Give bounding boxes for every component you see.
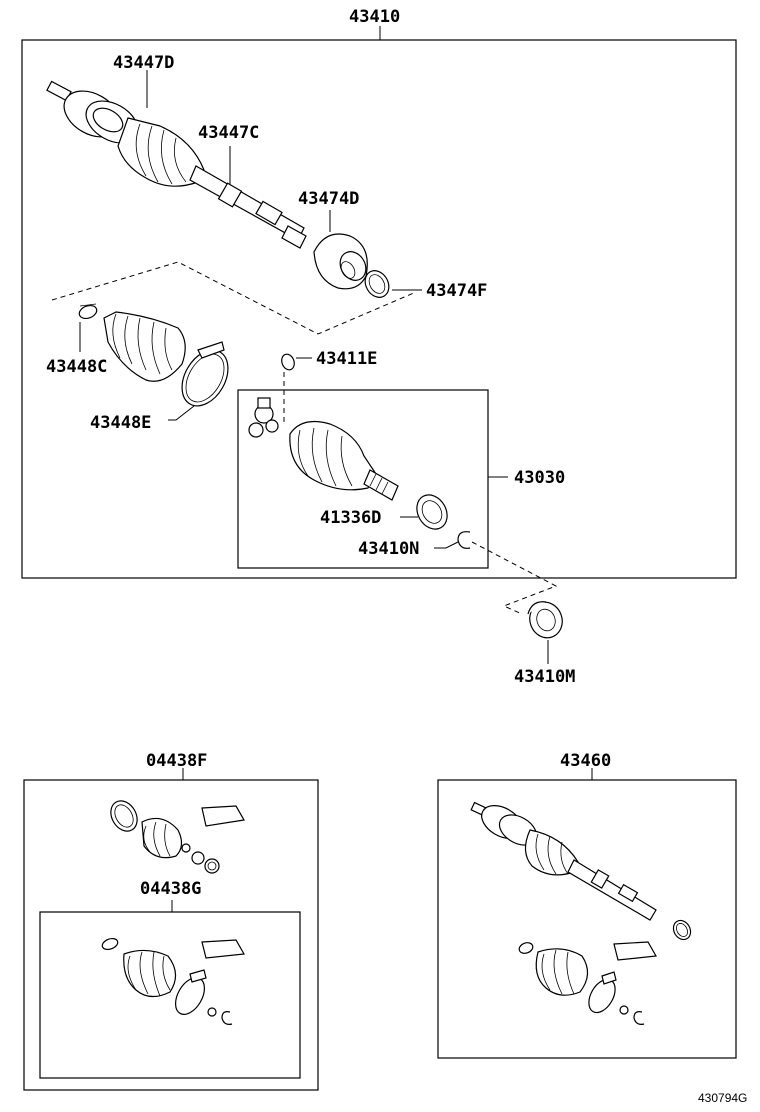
label-43411E[interactable]: 43411E bbox=[316, 349, 377, 369]
label-43410[interactable]: 43410 bbox=[349, 7, 400, 27]
boot-kit-04438G-box bbox=[39, 911, 301, 1079]
label-04438F[interactable]: 04438F bbox=[146, 751, 207, 771]
boot-clamp-small[interactable] bbox=[77, 303, 98, 320]
label-43447C[interactable]: 43447C bbox=[198, 123, 259, 143]
inner-joint-boot[interactable] bbox=[103, 311, 186, 382]
assembly-43460-box bbox=[437, 779, 737, 1059]
boot-kit-43460-parts[interactable] bbox=[518, 941, 657, 1025]
circlip[interactable] bbox=[457, 531, 471, 549]
boot-clamp-large[interactable] bbox=[173, 341, 238, 414]
snap-ring[interactable] bbox=[280, 352, 297, 371]
drive-shaft-assembly-43460[interactable] bbox=[470, 799, 657, 921]
damper-clamp-ring[interactable] bbox=[360, 266, 393, 301]
assembly-43410-box bbox=[21, 39, 737, 579]
label-43448C[interactable]: 43448C bbox=[46, 357, 107, 377]
boot-kit-04438F-box bbox=[23, 779, 319, 1091]
label-04438G[interactable]: 04438G bbox=[140, 879, 201, 899]
label-43448E[interactable]: 43448E bbox=[90, 413, 151, 433]
dynamic-damper[interactable] bbox=[313, 233, 371, 290]
drive-shaft-outer-assembly[interactable] bbox=[46, 80, 307, 249]
label-43474F[interactable]: 43474F bbox=[426, 281, 487, 301]
center-bearing[interactable] bbox=[525, 598, 567, 643]
label-43474D[interactable]: 43474D bbox=[298, 189, 359, 209]
label-41336D[interactable]: 41336D bbox=[320, 508, 381, 528]
figure-id: 430794G bbox=[698, 1091, 747, 1105]
boot-kit-dashed-outline bbox=[51, 261, 417, 335]
tripod-joint[interactable] bbox=[248, 397, 279, 438]
label-43410M[interactable]: 43410M bbox=[514, 667, 575, 687]
label-43460[interactable]: 43460 bbox=[560, 751, 611, 771]
label-43030[interactable]: 43030 bbox=[514, 468, 565, 488]
shaft-ring-43460[interactable] bbox=[670, 917, 694, 942]
outer-boot-kit-parts[interactable] bbox=[106, 796, 245, 874]
oil-seal[interactable] bbox=[411, 489, 453, 534]
inner-joint-housing[interactable] bbox=[289, 421, 399, 501]
label-43410N[interactable]: 43410N bbox=[358, 539, 419, 559]
label-43447D[interactable]: 43447D bbox=[113, 53, 174, 73]
inner-boot-kit-parts[interactable] bbox=[101, 937, 245, 1025]
inner-joint-box bbox=[237, 389, 489, 569]
